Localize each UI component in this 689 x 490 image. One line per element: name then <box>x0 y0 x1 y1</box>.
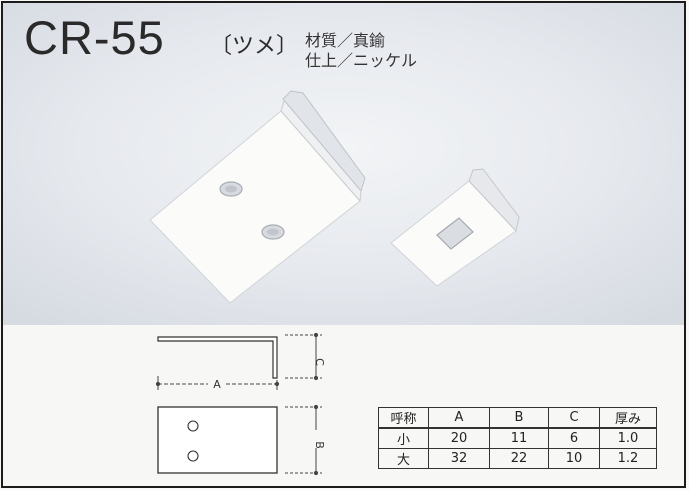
table-cell: 1.2 <box>599 448 657 469</box>
table-header-cell: A <box>428 407 490 429</box>
table-header-cell: 厚み <box>599 407 657 429</box>
material-spec: 材質／真鍮 <box>305 31 386 50</box>
dimension-c <box>285 332 322 381</box>
product-name: 〔ツメ〕 <box>210 34 299 59</box>
finish-spec: 仕上／ニッケル <box>305 51 418 70</box>
dimension-b-label: B <box>313 441 326 449</box>
size-table: 呼称 A B C 厚み 小 20 11 6 1.0 大 32 22 10 1.2 <box>378 407 657 469</box>
table-header-row: 呼称 A B C 厚み <box>378 407 657 429</box>
product-code: CR-55 <box>24 11 165 64</box>
table-row: 大 32 22 10 1.2 <box>378 448 657 469</box>
table-header-cell: 呼称 <box>378 407 429 429</box>
front-view-plate <box>157 406 278 474</box>
large-bracket-image <box>149 90 366 304</box>
dimension-c-label: C <box>313 358 326 366</box>
product-photo <box>3 3 684 325</box>
mounting-hole-bottom <box>187 450 199 462</box>
table-cell: 22 <box>489 448 549 469</box>
side-view-profile <box>157 336 278 379</box>
table-cell: 32 <box>428 448 490 469</box>
bracket-photo-illustration <box>149 90 520 304</box>
dimension-a <box>155 376 280 390</box>
table-header-cell: C <box>548 407 600 429</box>
mounting-hole-top <box>187 420 199 432</box>
dimension-b <box>285 404 322 476</box>
small-bracket-image <box>390 168 520 287</box>
dimension-a-label: A <box>213 378 221 391</box>
table-row: 小 20 11 6 1.0 <box>378 427 657 449</box>
